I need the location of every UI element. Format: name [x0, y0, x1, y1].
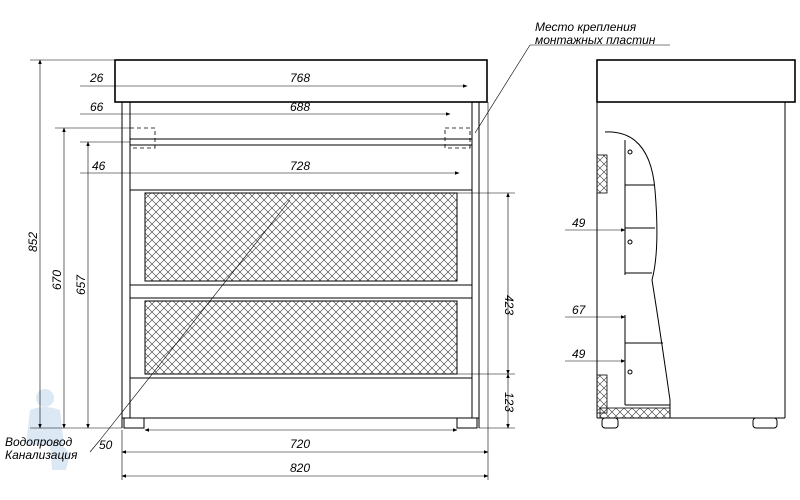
drawer-bottom — [144, 300, 458, 375]
dim-pipe-offset: 50 — [99, 438, 113, 452]
dim-top-width: 768 — [290, 71, 310, 85]
dim-plate-offset: 66 — [90, 100, 104, 114]
label-water: Водопровод — [5, 435, 73, 449]
label-mount-line1: Место крепления — [535, 20, 637, 34]
dim-drawers-height: 423 — [502, 295, 516, 315]
label-mount-line2: монтажных пластин — [535, 33, 656, 47]
dim-height-670: 670 — [50, 270, 64, 290]
side-dim-2: 67 — [572, 303, 587, 317]
dim-height-657: 657 — [74, 274, 88, 295]
leg-right — [456, 417, 478, 429]
side-foot — [601, 417, 619, 429]
front-view — [30, 44, 670, 480]
drawer-profile — [604, 131, 671, 418]
dim-hole-width: 728 — [290, 159, 310, 173]
side-dim-3: 49 — [572, 347, 586, 361]
mounting-plate-left — [129, 127, 156, 149]
side-countertop — [596, 59, 796, 103]
dim-overall-height: 852 — [26, 232, 40, 252]
mounting-plate-right — [444, 127, 471, 149]
drawer-top — [144, 192, 458, 282]
dim-leg-height: 123 — [502, 392, 516, 412]
dim-plate-width: 688 — [290, 100, 310, 114]
label-sewer: Канализация — [5, 448, 78, 462]
dim-overall-width: 820 — [290, 461, 310, 475]
leg-left — [123, 417, 145, 429]
side-leg — [752, 417, 778, 429]
side-view — [565, 59, 796, 429]
dim-bottom-width: 720 — [290, 437, 310, 451]
dim-top-offset: 26 — [89, 71, 104, 85]
side-dim-1: 49 — [572, 216, 586, 230]
countertop — [114, 59, 488, 103]
dim-hole-offset: 46 — [92, 159, 106, 173]
